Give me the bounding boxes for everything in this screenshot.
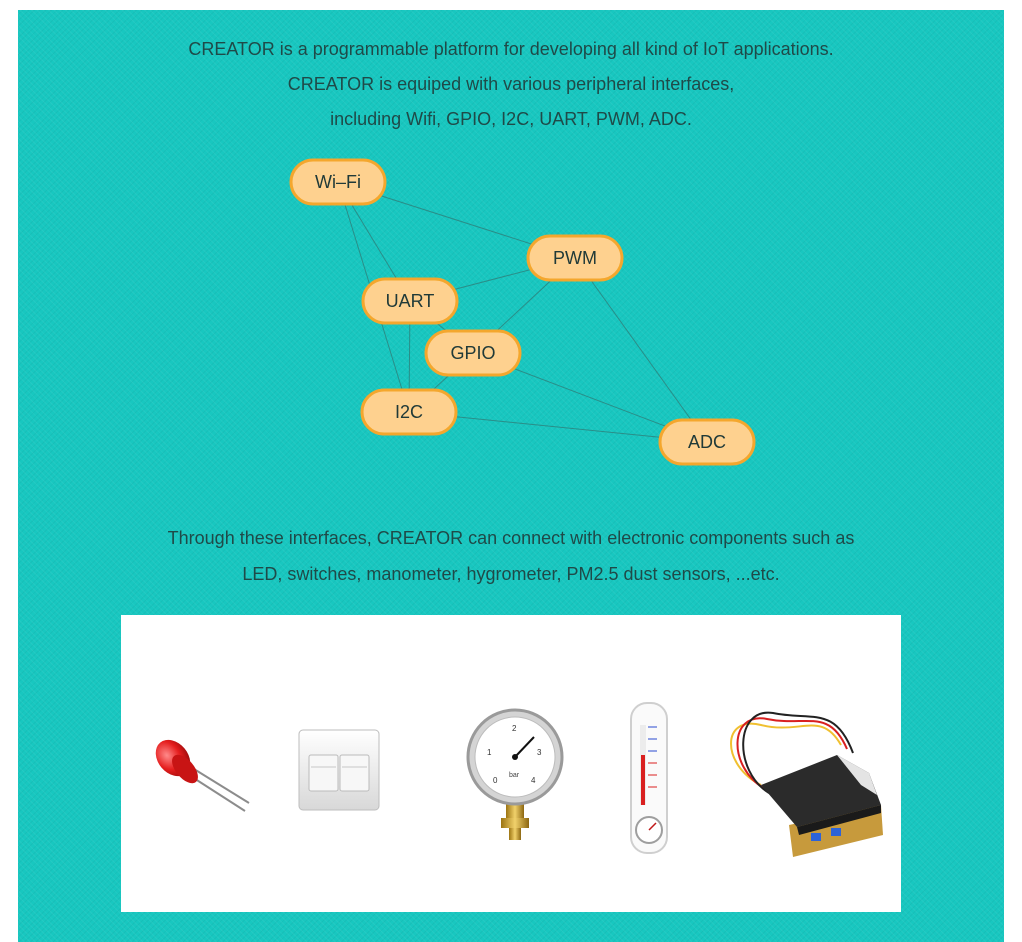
node-adc: ADC — [658, 418, 756, 466]
node-wifi: Wi–Fi — [289, 158, 387, 206]
node-uart: UART — [361, 277, 459, 325]
gauge-unit: bar — [509, 772, 520, 779]
switch-icon — [298, 729, 380, 811]
components-illustration: 0 1 2 3 4 bar — [155, 702, 883, 857]
node-gpio: GPIO — [424, 329, 522, 377]
intro-line-2: CREATOR is equiped with various peripher… — [287, 74, 735, 94]
node-gpio-box — [424, 329, 522, 377]
gauge-number-4: 4 — [531, 776, 536, 785]
edge-pwm-adc — [574, 257, 708, 443]
node-adc-label: ADC — [688, 432, 726, 452]
node-i2c-box — [360, 388, 458, 436]
outro-line-2: LED, switches, manometer, hygrometer, PM… — [242, 564, 780, 584]
hygrometer-icon — [630, 702, 668, 854]
node-wifi-box — [289, 158, 387, 206]
node-uart-label: UART — [386, 291, 435, 311]
content-panel: CREATOR is a programmable platform for d… — [18, 10, 1004, 942]
node-gpio-label: GPIO — [450, 343, 495, 363]
gauge-number-2: 2 — [512, 724, 517, 733]
gauge-number-0: 0 — [493, 776, 498, 785]
node-i2c-label: I2C — [395, 402, 423, 422]
node-pwm-box — [526, 234, 624, 282]
gauge-number-3: 3 — [537, 748, 542, 757]
edge-i2c-adc — [408, 411, 708, 443]
node-pwm-label: PWM — [553, 248, 597, 268]
components-card: 0 1 2 3 4 bar — [121, 615, 901, 912]
intro-line-1: CREATOR is a programmable platform for d… — [188, 39, 834, 59]
gauge-number-1: 1 — [487, 748, 492, 757]
node-i2c: I2C — [360, 388, 458, 436]
intro-line-3: including Wifi, GPIO, I2C, UART, PWM, AD… — [330, 109, 692, 129]
manometer-icon: 0 1 2 3 4 bar — [466, 708, 564, 840]
node-adc-box — [658, 418, 756, 466]
dust-sensor-icon — [730, 711, 883, 857]
node-wifi-label: Wi–Fi — [315, 172, 361, 192]
outro-line-1: Through these interfaces, CREATOR can co… — [167, 528, 855, 548]
node-uart-box — [361, 277, 459, 325]
led-icon — [155, 739, 250, 812]
node-pwm: PWM — [526, 234, 624, 282]
